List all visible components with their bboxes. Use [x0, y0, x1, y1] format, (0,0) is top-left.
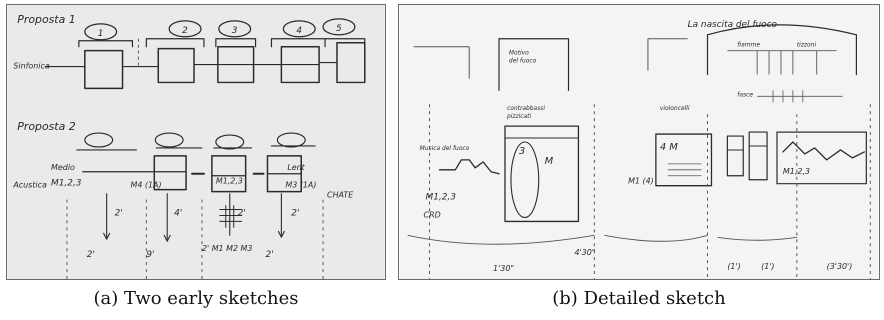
caption-b: (b) Detailed sketch	[398, 288, 880, 309]
stage-number-5: 5	[336, 24, 342, 34]
svg-text:4 M: 4 M	[660, 142, 678, 153]
sketch-b-note-130: 1'30"	[493, 264, 514, 273]
note-m3-1a: M3 (1A)	[285, 181, 316, 190]
timeline-mark-2: 9'	[146, 250, 154, 260]
svg-text:del fuoco: del fuoco	[509, 58, 537, 65]
svg-text:3: 3	[519, 146, 525, 157]
svg-text:contrabbassi: contrabbassi	[507, 105, 545, 112]
svg-text:fasce: fasce	[737, 91, 753, 98]
proposal-2-title: Proposta 2	[17, 120, 75, 133]
note-lent: Lent	[287, 163, 305, 172]
proposal-2-stage-numbers	[76, 132, 316, 151]
sketch-b-note-330: (3'30')	[827, 262, 853, 271]
proposal-1-row-label: Sinfonica	[13, 62, 50, 71]
duration-2: 4'	[174, 208, 182, 218]
stage-number-3: 3	[232, 26, 238, 36]
caption-b-text: Detailed sketch	[583, 288, 726, 309]
timeline-mark-1: 2'	[87, 250, 95, 260]
svg-text:fiamme: fiamme	[737, 42, 760, 49]
caption-a-label: (a)	[93, 288, 119, 309]
sketch-b-note-m123-a: M1,2,3	[426, 193, 457, 203]
sketch-a-photo: Proposta 1 Sinfonica 1 2 3 4 5	[6, 4, 386, 280]
svg-text:(1'): (1')	[761, 262, 774, 271]
duration-4: 2'	[291, 208, 299, 218]
duration-1: 2'	[115, 208, 123, 218]
caption-b-label: (b)	[552, 288, 578, 309]
note-medio: Medio	[51, 163, 75, 172]
sketch-b-note-musica: Musica del fuoco	[420, 145, 470, 152]
proposal-2-blocks	[66, 155, 324, 279]
caption-a: (a) Two early sketches	[6, 288, 386, 309]
timeline-mark-4: 2'	[265, 250, 273, 260]
proposal-1-blocks	[44, 38, 366, 90]
sketch-b-note-m1-4: M1 (4)	[628, 177, 654, 186]
stage-number-2: 2	[182, 26, 188, 36]
sketch-a-drawing: Proposta 1 Sinfonica 1 2 3 4 5	[7, 5, 385, 279]
timeline-mark-3: 2' M1 M2 M3	[202, 244, 252, 253]
proposal-2-row-label: Acustica	[12, 181, 47, 190]
caption-a-text: Two early sketches	[123, 288, 299, 309]
svg-text:(1'): (1')	[727, 262, 740, 271]
svg-text:M: M	[545, 156, 554, 167]
svg-text:Motivo: Motivo	[509, 50, 529, 57]
proposal-1-title: Proposta 1	[17, 13, 75, 26]
svg-text:violoncelli: violoncelli	[660, 105, 690, 112]
note-m4-1a: M4 (1A)	[130, 181, 161, 190]
sketch-b-bottom-timeline: CRD 4'30" 1'30" (3'30') (1') (1')	[407, 104, 871, 279]
duration-3: 2'	[238, 208, 246, 218]
stage-number-4: 4	[296, 26, 302, 36]
sketch-b-photo: La nascita del fuoco Motivo del fuoco fi…	[398, 4, 880, 280]
sketch-b-top-structure: Motivo del fuoco fiamme tizzoni	[413, 24, 858, 91]
note-m123-b: M1,2,3	[216, 177, 243, 186]
proposal-2-notes: Medio M1,2,3 M4 (1A) M1,2,3 Lent M3 (1A)…	[51, 163, 353, 260]
sketch-b-note-430: 4'30"	[574, 248, 595, 257]
sketch-b-title: La nascita del fuoco	[688, 20, 778, 30]
stage-number-1: 1	[98, 29, 104, 39]
note-chate: CHATE	[327, 191, 353, 200]
sketch-b-drawing: La nascita del fuoco Motivo del fuoco fi…	[399, 5, 879, 279]
sketch-b-note-crd: CRD	[424, 210, 441, 219]
proposal-1-stage-numbers: 1 2 3 4 5	[84, 18, 356, 41]
svg-text:pizzicati: pizzicati	[506, 113, 532, 120]
svg-text:tizzoni: tizzoni	[797, 42, 817, 49]
note-m123-a: M1,2,3	[51, 179, 82, 189]
